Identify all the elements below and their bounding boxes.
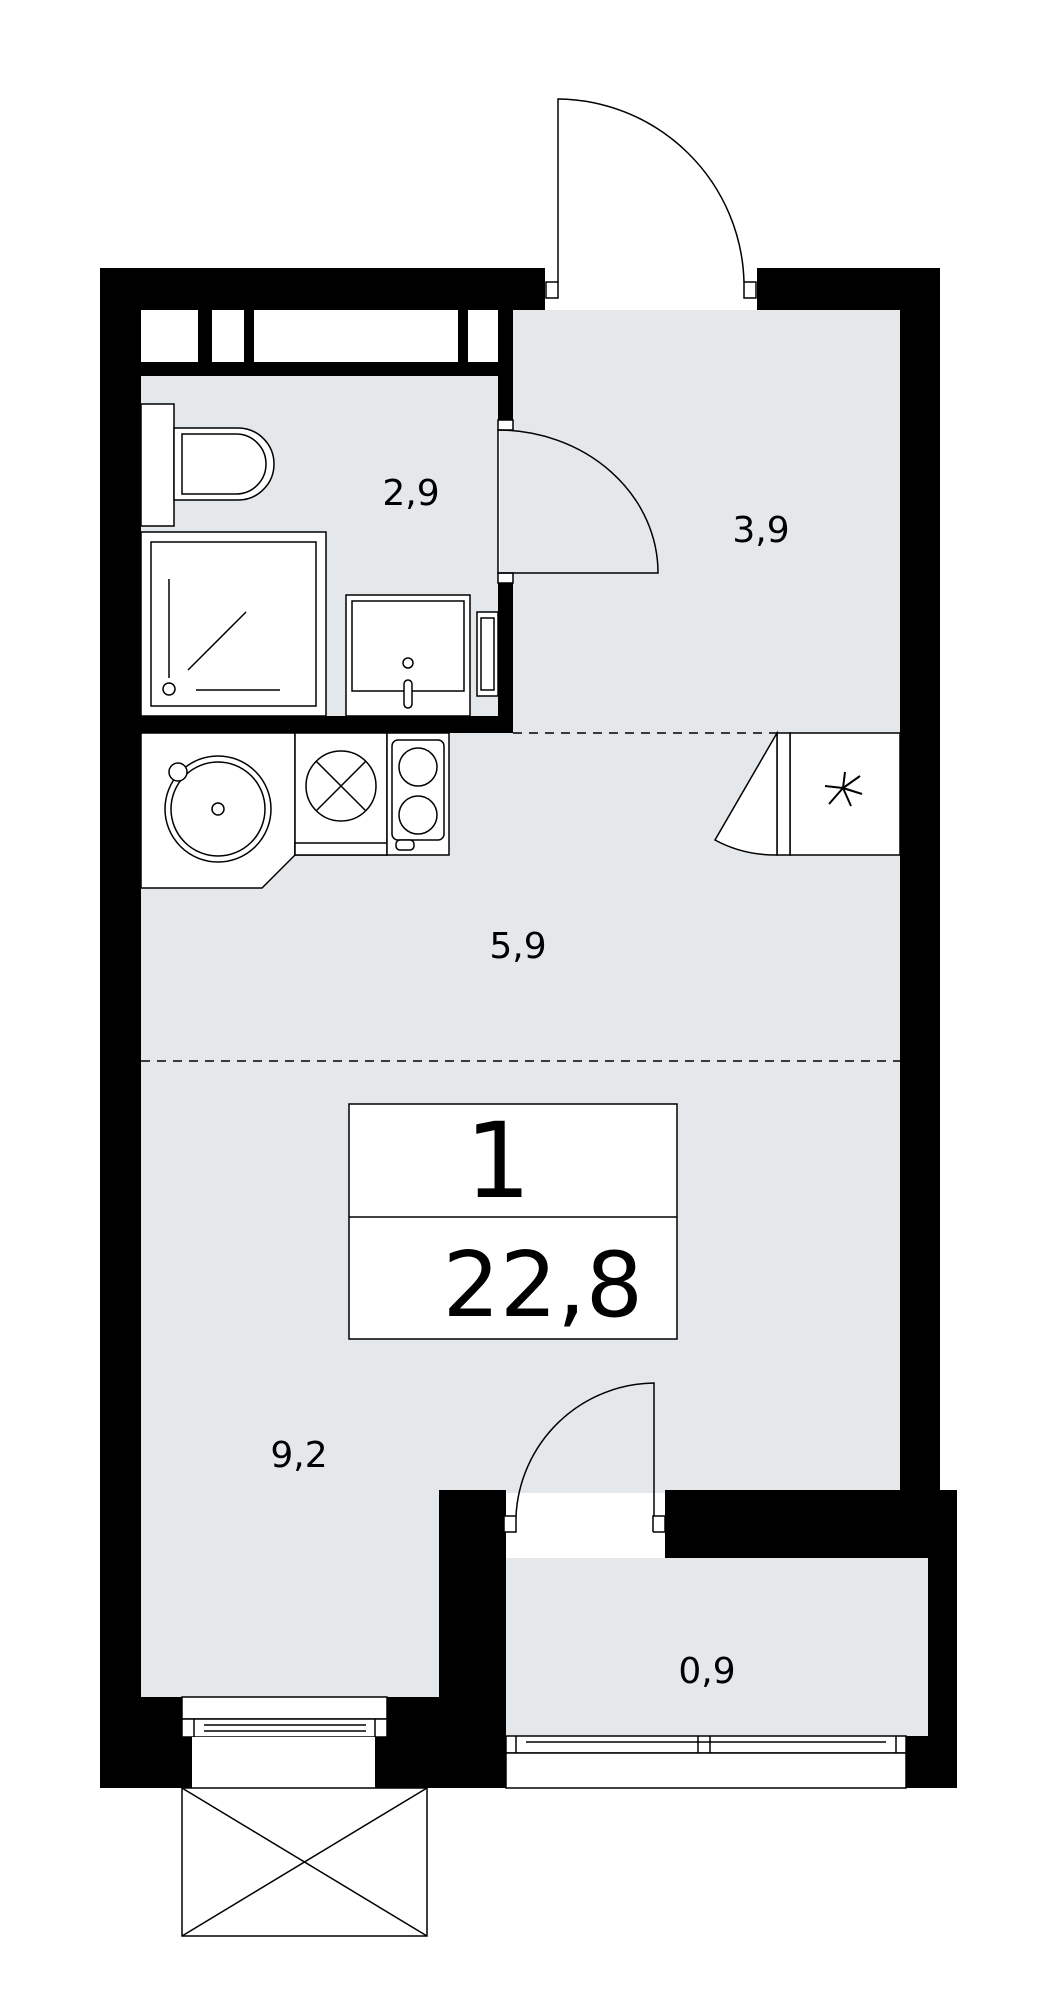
wall-bath-right-upper [498, 310, 513, 420]
washbasin-tap [403, 679, 413, 709]
glazing-frame [505, 1735, 907, 1754]
window-sill [181, 1696, 388, 1720]
bath-door-jamb-bottom [497, 572, 514, 584]
snowflake-icon [824, 771, 863, 807]
hallway-floor [500, 310, 900, 735]
entrance-door-swing [557, 98, 745, 283]
balcony-glazing [505, 1735, 907, 1789]
washing-machine-panel [294, 842, 388, 856]
hob-control [395, 839, 415, 851]
bath-door-jamb-top [497, 419, 514, 431]
external-unit-cross-2 [181, 1787, 428, 1937]
area-labels: 2,9 3,9 5,9 9,2 0,9 [270, 473, 789, 1692]
wall-balcony-top-right [665, 1490, 957, 1558]
entrance-door [545, 98, 757, 299]
bath-door-swing [497, 429, 659, 574]
wall-vent-1 [198, 310, 212, 362]
balcony-door-swing [515, 1382, 655, 1517]
towel-rail-inner [480, 617, 495, 691]
summary-frame [348, 1103, 678, 1340]
wall-right [900, 268, 940, 1493]
washbasin-inner [351, 600, 465, 692]
balcony-area-label: 0,9 [678, 1651, 735, 1692]
toilet-tank [140, 403, 175, 527]
summary-box: 1 22,8 [348, 1100, 678, 1340]
wall-balcony-corner [906, 1736, 957, 1788]
sink-drain [211, 802, 225, 816]
shower-slope-line [187, 611, 247, 671]
hob-burner-1 [398, 747, 438, 787]
living-lower-floor [141, 1490, 439, 1697]
washing-machine-cross-2 [315, 760, 367, 812]
fridge-door-swing [713, 730, 778, 856]
balcony-door-jamb-left [503, 1515, 517, 1533]
external-unit [181, 1787, 428, 1937]
kitchen-area-label: 5,9 [489, 926, 546, 967]
wall-vent-3 [458, 310, 468, 362]
wall-bath-right-lower [498, 580, 513, 733]
walls [100, 268, 957, 1788]
balcony-door-jamb-right [652, 1515, 666, 1533]
bathroom-door [497, 419, 659, 584]
sink-tap [168, 762, 188, 782]
hob-burner-2 [398, 795, 438, 835]
kitchen-fixtures [140, 732, 450, 889]
balcony-floor [506, 1558, 928, 1736]
wall-bottom-left [100, 1697, 192, 1788]
wall-top-left [100, 268, 545, 310]
window-frame [181, 1718, 388, 1738]
living-window [181, 1696, 388, 1788]
fridge-door-edge [776, 732, 791, 856]
entrance-jamb-right [743, 281, 757, 299]
window-opening [192, 1737, 375, 1788]
wall-left [100, 268, 141, 1788]
toilet-bowl-inner [181, 433, 267, 495]
hallway-area-label: 3,9 [732, 510, 789, 551]
bathroom-area-label: 2,9 [382, 473, 439, 514]
wall-bath-bottom [141, 716, 513, 733]
glazing-lower [505, 1752, 907, 1789]
balcony-threshold [518, 1532, 653, 1558]
shower-drain [162, 682, 176, 696]
room-count: 1 [465, 1100, 531, 1222]
wall-bottom-mid [375, 1697, 506, 1788]
washbasin-drain [402, 657, 414, 669]
entrance-jamb-left [545, 281, 559, 299]
bathroom-fixtures [140, 403, 499, 717]
living-area-label: 9,2 [270, 1435, 327, 1476]
fridge-unit [713, 730, 901, 856]
total-area: 22,8 [443, 1233, 643, 1338]
zone-dividers [141, 732, 900, 1062]
wall-vent-2 [244, 310, 254, 362]
balcony-door [503, 1382, 666, 1558]
wall-bath-top [141, 362, 498, 376]
